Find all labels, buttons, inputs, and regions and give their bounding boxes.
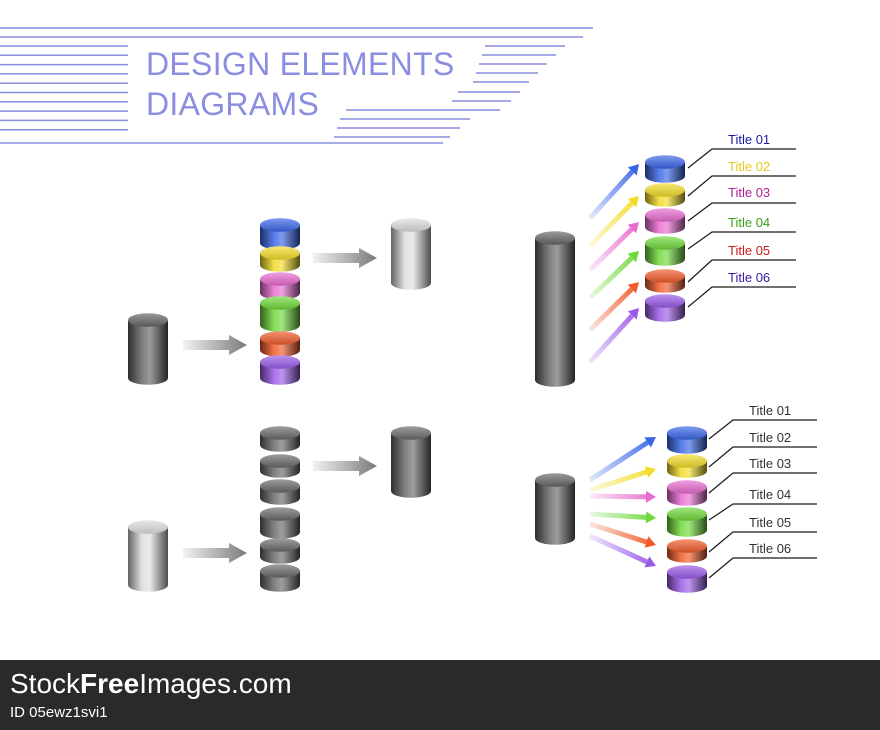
right-arrow	[313, 248, 377, 268]
header-decoration-lines	[0, 27, 593, 144]
lower-label-3: Title 03	[749, 456, 792, 471]
upper-label-1: Title 01	[728, 132, 771, 147]
dark-cylinder	[128, 313, 168, 385]
labeled-disc-6	[645, 294, 685, 322]
upper-label-4: Title 04	[728, 215, 771, 230]
diagram-canvas: DESIGN ELEMENTS DIAGRAMS Title 01 Title …	[0, 27, 817, 593]
dark-disc-6	[260, 564, 300, 592]
labeled-disc-2	[667, 454, 707, 478]
brand-part-1: Stock	[10, 668, 81, 699]
leader-line-3	[708, 472, 817, 494]
arrow-6	[588, 308, 639, 364]
arrow-3	[589, 490, 656, 503]
arrow-2	[589, 466, 656, 493]
dark-disc-3	[260, 479, 300, 505]
arrow-3	[588, 222, 639, 272]
leader-line-5	[687, 259, 796, 283]
lower-label-2: Title 02	[749, 430, 792, 445]
right-arrow	[313, 456, 377, 476]
arrow-2	[588, 196, 639, 248]
cylinder-diagrams	[128, 148, 817, 593]
disc-1	[260, 218, 300, 250]
leader-line-5	[708, 531, 817, 553]
leader-line-4	[687, 231, 796, 250]
leader-line-2	[708, 446, 817, 468]
labeled-disc-3	[667, 480, 707, 506]
arrow-5	[588, 282, 639, 332]
leader-line-3	[687, 202, 796, 222]
labeled-disc-4	[667, 507, 707, 537]
upper-label-3: Title 03	[728, 185, 771, 200]
labeled-disc-3	[645, 208, 685, 234]
lower-label-1: Title 01	[749, 403, 792, 418]
upper-label-2: Title 02	[728, 159, 771, 174]
right-arrow	[183, 543, 247, 563]
dark-disc-2	[260, 454, 300, 478]
leader-line-2	[687, 175, 796, 197]
lower-label-4: Title 04	[749, 487, 792, 502]
dark-disc-5	[260, 538, 300, 564]
labeled-disc-5	[667, 539, 707, 563]
dark-cylinder	[391, 426, 431, 498]
labeled-disc-1	[667, 426, 707, 454]
title-line-2: DIAGRAMS	[146, 86, 320, 122]
labeled-disc-2	[645, 183, 685, 207]
labeled-disc-5	[645, 269, 685, 293]
dark-disc-1	[260, 426, 300, 452]
leader-line-1	[687, 148, 796, 169]
disc-4	[260, 296, 300, 332]
disc-5	[260, 331, 300, 357]
arrow-4	[588, 251, 639, 300]
brand-part-3: Images.com	[139, 668, 292, 699]
labeled-disc-1	[645, 155, 685, 183]
disc-3	[260, 272, 300, 300]
arrow-5	[589, 521, 656, 548]
arrow-4	[589, 511, 656, 524]
right-arrow	[183, 335, 247, 355]
leader-line-1	[708, 419, 817, 440]
lower-label-6: Title 06	[749, 541, 792, 556]
image-id: ID 05ewz1svi1	[10, 704, 108, 721]
tall-cylinder	[535, 231, 575, 387]
disc-2	[260, 246, 300, 272]
upper-label-6: Title 06	[728, 270, 771, 285]
brand-part-2: Free	[80, 668, 140, 699]
footer-bar: StockFreeImages.com ID 05ewz1svi1	[0, 660, 880, 730]
leader-line-4	[708, 503, 817, 521]
title-line-1: DESIGN ELEMENTS	[146, 46, 455, 82]
dark-disc-4	[260, 507, 300, 539]
watermark-brand: StockFreeImages.com	[10, 668, 292, 700]
light-cylinder	[128, 520, 168, 592]
leader-line-6	[687, 286, 796, 308]
arrow-1	[588, 164, 639, 220]
upper-label-5: Title 05	[728, 243, 771, 258]
short-cylinder	[535, 473, 575, 545]
leader-line-6	[708, 557, 817, 579]
lower-label-5: Title 05	[749, 515, 792, 530]
light-cylinder	[391, 218, 431, 290]
disc-6	[260, 355, 300, 385]
labeled-disc-6	[667, 565, 707, 593]
arrow-1	[588, 437, 656, 483]
arrow-6	[588, 533, 656, 568]
labeled-disc-4	[645, 236, 685, 266]
